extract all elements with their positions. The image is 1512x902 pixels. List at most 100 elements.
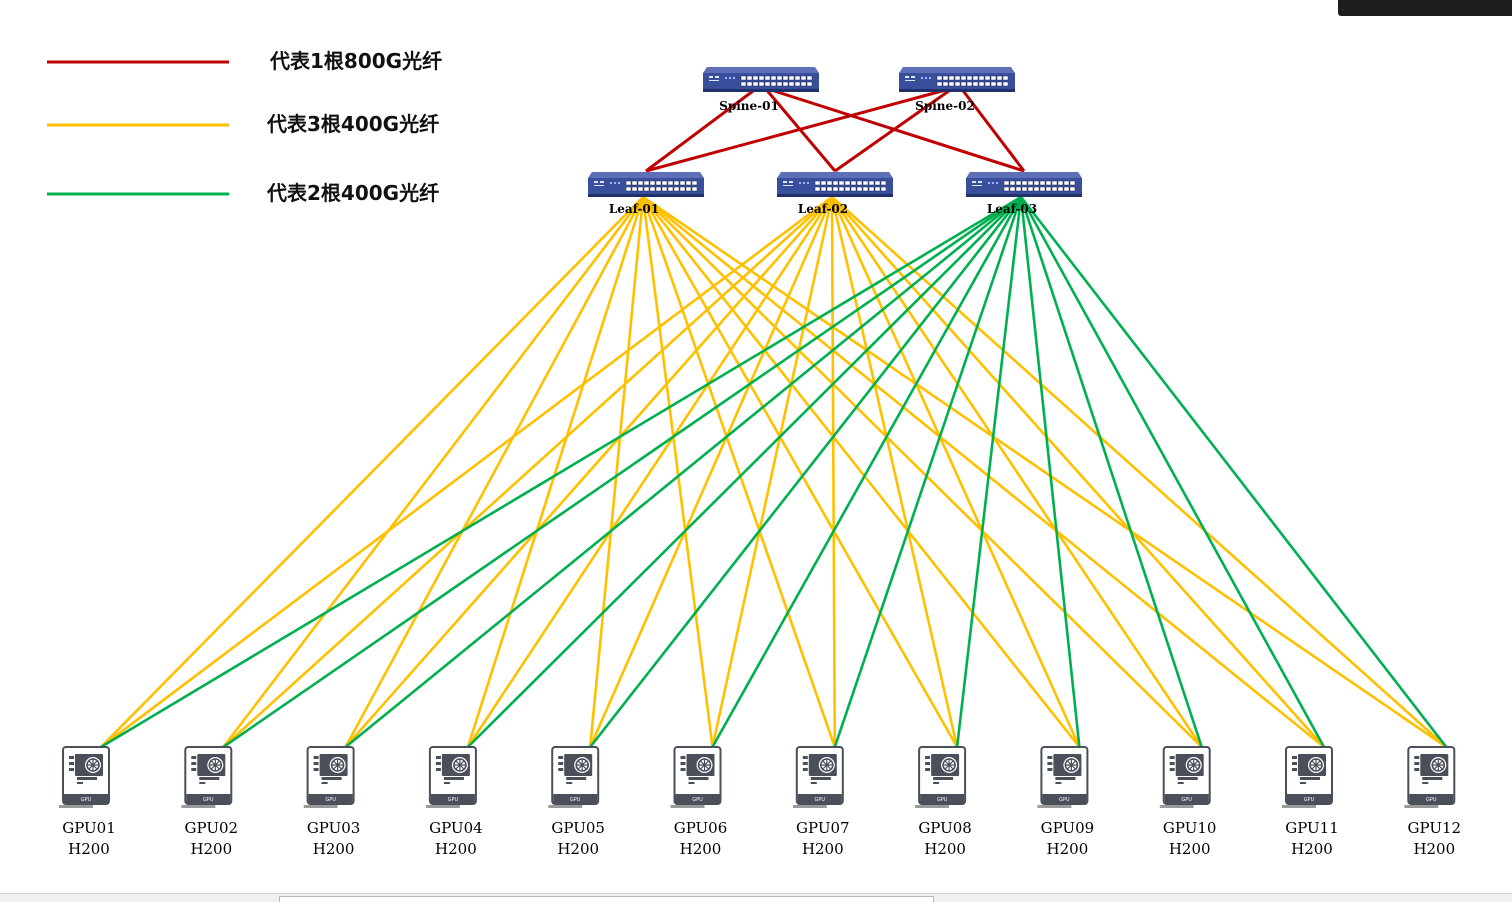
gpu-model: H200	[680, 840, 722, 858]
gpu-model: H200	[190, 840, 232, 858]
link-leaf-01-gpu01	[100, 196, 644, 748]
gpu-model: H200	[1047, 840, 1089, 858]
link-leaf-02-gpu05	[589, 196, 834, 748]
link-leaf-03-gpu08	[955, 196, 1023, 748]
link-leaf-01-gpu10	[642, 196, 1203, 748]
gpu-model: H200	[802, 840, 844, 858]
switch-label: Leaf-01	[609, 202, 659, 216]
link-leaf-02-gpu09	[830, 196, 1081, 748]
gpu-name: GPU08	[918, 819, 972, 837]
link-leaf-01-gpu06	[641, 196, 714, 748]
switch-icon	[777, 171, 893, 197]
link-leaf-01-gpu12	[642, 195, 1448, 749]
switch-label: Leaf-03	[987, 202, 1037, 216]
gpu-model: H200	[68, 840, 110, 858]
switch-icon	[588, 171, 704, 197]
link-leaf-02-gpu08	[830, 196, 959, 748]
link-leaf-01-gpu09	[641, 196, 1081, 748]
link-leaf-01-gpu07	[641, 196, 837, 748]
link-leaf-03-gpu12	[1019, 196, 1448, 748]
link-leaf-03-gpu02	[222, 195, 1022, 749]
link-leaf-02-gpu02	[222, 196, 833, 748]
link-leaf-01-gpu04	[466, 196, 645, 748]
leaf-gpu-links	[100, 195, 1448, 749]
switch-icon	[966, 171, 1082, 197]
link-leaf-03-gpu06	[711, 196, 1023, 748]
link-leaf-02-gpu07	[830, 196, 837, 748]
link-leaf-02-gpu10	[830, 196, 1203, 748]
gpu-model: H200	[557, 840, 599, 858]
gpu-name: GPU04	[429, 819, 483, 837]
link-leaf-03-gpu09	[1019, 196, 1081, 748]
gpu-model: H200	[435, 840, 477, 858]
legend-label-2: 代表3根400G光纤	[266, 112, 439, 136]
gpu-name: GPU01	[62, 819, 116, 837]
leaf-02-switch: Leaf-02	[777, 171, 893, 216]
bottom-scrollbar-thumb[interactable]	[279, 896, 934, 902]
gpu-card-icon	[303, 746, 355, 808]
gpu-model: H200	[313, 840, 355, 858]
gpu-card-icon	[1282, 746, 1333, 808]
link-leaf-01-gpu03	[344, 196, 645, 748]
link-spine-02-leaf-01	[645, 86, 954, 173]
gpu-model: H200	[1413, 840, 1455, 858]
link-leaf-01-gpu05	[588, 196, 645, 748]
link-leaf-03-gpu01	[100, 195, 1022, 749]
link-leaf-02-gpu06	[711, 196, 834, 748]
link-leaf-03-gpu07	[833, 196, 1023, 748]
switch-icon	[703, 66, 819, 92]
spine-leaf-links	[645, 86, 1026, 173]
gpu-card-icon	[1404, 746, 1456, 808]
gpu-model: H200	[924, 840, 966, 858]
gpu-name: GPU10	[1163, 819, 1217, 837]
link-leaf-01-gpu11	[642, 195, 1325, 749]
spine-02-switch: Spine-02	[899, 66, 1015, 113]
gpu-name: GPU09	[1041, 819, 1095, 837]
link-spine-02-leaf-03	[959, 87, 1026, 172]
link-leaf-02-gpu03	[344, 196, 833, 748]
link-leaf-03-gpu11	[1019, 196, 1326, 748]
link-spine-01-leaf-01	[645, 86, 758, 173]
gpu-card-icon	[59, 746, 110, 808]
switch-label: Spine-02	[915, 99, 975, 113]
gpu-name: GPU03	[307, 819, 361, 837]
link-leaf-01-gpu02	[222, 196, 645, 748]
switch-label: Leaf-02	[798, 202, 848, 216]
switch-label: Spine-01	[719, 99, 779, 113]
gpu-name: GPU11	[1285, 819, 1339, 837]
legend-label-3: 代表2根400G光纤	[266, 181, 439, 205]
gpu-layer: GPU01H200GPU02H200GPU03H200GPU04H200GPU0…	[59, 746, 1461, 858]
gpu-model: H200	[1291, 840, 1333, 858]
gpu-name: GPU02	[185, 819, 239, 837]
link-leaf-03-gpu10	[1019, 196, 1203, 748]
gpu-card-icon	[425, 746, 477, 808]
gpu-name: GPU05	[551, 819, 605, 837]
gpu-name: GPU06	[674, 819, 728, 837]
window-corner-bar	[1338, 0, 1512, 16]
gpu-card-icon	[181, 746, 233, 808]
link-leaf-03-gpu05	[589, 196, 1023, 748]
link-leaf-02-gpu11	[831, 196, 1325, 748]
link-leaf-02-gpu04	[466, 196, 834, 748]
leaf-03-switch: Leaf-03	[966, 171, 1082, 216]
gpu-name: GPU07	[796, 819, 850, 837]
link-leaf-02-gpu01	[100, 195, 833, 749]
gpu-card-icon	[792, 746, 844, 808]
legend-label-1: 代表1根800G光纤	[269, 49, 442, 73]
gpu-model: H200	[1169, 840, 1211, 858]
link-leaf-01-gpu08	[641, 196, 959, 748]
spine-01-switch: Spine-01	[703, 66, 819, 113]
